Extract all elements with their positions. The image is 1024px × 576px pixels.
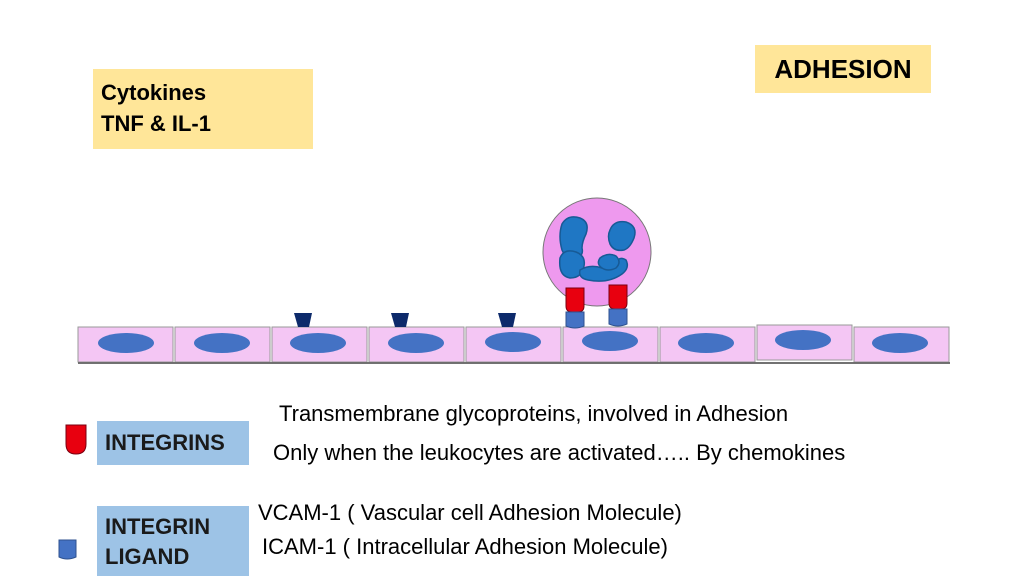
integrin-ligand-key-label: INTEGRIN LIGAND xyxy=(97,506,249,576)
cell-nucleus xyxy=(290,333,346,353)
endothelial-cell xyxy=(562,326,659,363)
cell-nucleus xyxy=(98,333,154,353)
integrin-shape xyxy=(565,287,585,313)
ligand-key-line-1: INTEGRIN xyxy=(105,514,211,539)
ligand-legend-icon xyxy=(58,539,77,560)
integrin-shape xyxy=(608,284,628,310)
cell-nucleus xyxy=(194,333,250,353)
endothelial-cell xyxy=(271,326,368,363)
integrins-description-1: Transmembrane glycoproteins, involved in… xyxy=(279,401,789,426)
cell-nucleus xyxy=(775,330,831,350)
ligand-description-1: VCAM-1 ( Vascular cell Adhesion Molecule… xyxy=(258,500,682,525)
endothelial-cell xyxy=(853,326,950,363)
selectin-marker xyxy=(498,313,516,327)
integrins-key-label: INTEGRINS xyxy=(97,421,249,465)
cell-nucleus xyxy=(678,333,734,353)
ligand-description-2: ICAM-1 ( Intracellular Adhesion Molecule… xyxy=(262,534,668,559)
cytokines-title: Cytokines xyxy=(101,80,207,105)
leukocyte-cell xyxy=(542,197,652,307)
cell-nucleus xyxy=(485,332,541,352)
endothelial-cell xyxy=(77,326,174,363)
stage-label: ADHESION xyxy=(755,45,931,93)
integrins-description-2: Only when the leukocytes are activated….… xyxy=(273,440,846,465)
integrin-legend-icon xyxy=(65,424,87,455)
cytokines-label-box: Cytokines TNF & IL-1 xyxy=(93,69,313,149)
endothelial-cell xyxy=(465,326,562,363)
leukocyte xyxy=(542,197,652,307)
ligand-shape xyxy=(608,308,628,327)
endothelial-cell xyxy=(174,326,271,363)
endothelium xyxy=(77,324,950,364)
endothelial-cell xyxy=(368,326,465,363)
ligand-shape xyxy=(565,311,585,329)
endothelial-cell xyxy=(756,324,853,361)
cell-nucleus xyxy=(582,331,638,351)
selectin-marker xyxy=(294,313,312,327)
cell-nucleus xyxy=(872,333,928,353)
cell-nucleus xyxy=(388,333,444,353)
endothelial-cell xyxy=(659,326,756,363)
multilobed-nucleus xyxy=(558,216,636,282)
selectins xyxy=(294,313,516,327)
ligand-key-line-2: LIGAND xyxy=(105,544,190,569)
integrin-ligand-pairs xyxy=(565,284,628,329)
cytokines-subtitle: TNF & IL-1 xyxy=(101,111,211,136)
selectin-marker xyxy=(391,313,409,327)
